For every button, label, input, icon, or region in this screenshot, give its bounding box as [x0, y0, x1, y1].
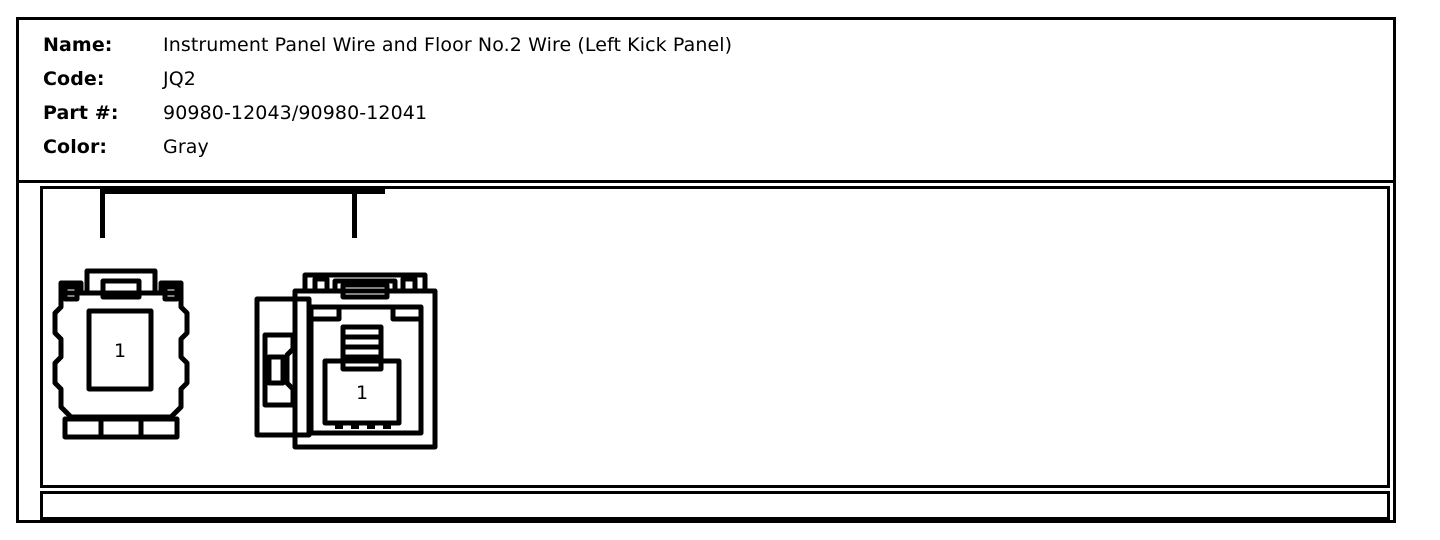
spec-row-color: Color: Gray: [43, 134, 209, 160]
spec-label-color: Color:: [43, 136, 108, 158]
spec-value-part-number: 90980-12043/90980-12041: [163, 102, 428, 124]
connector-diagram-box: 1: [40, 186, 1390, 488]
connector-right-svg: 1: [254, 272, 438, 450]
spec-value-code: JQ2: [163, 68, 196, 90]
cavity-number-right-1: 1: [356, 382, 368, 404]
spec-row-part-number: Part #: 90980-12043/90980-12041: [43, 100, 427, 126]
connector-left-svg: 1: [52, 268, 190, 440]
spec-row-name: Name: Instrument Panel Wire and Floor No.…: [43, 32, 732, 58]
spec-label-code: Code:: [43, 68, 105, 90]
specification-block: Name: Instrument Panel Wire and Floor No.…: [19, 20, 1393, 183]
spec-label-name: Name:: [43, 34, 113, 56]
connector-pair-bracket-bar: [100, 189, 385, 194]
spec-row-code: Code: JQ2: [43, 66, 196, 92]
card-frame: Name: Instrument Panel Wire and Floor No.…: [16, 17, 1396, 523]
spec-value-name: Instrument Panel Wire and Floor No.2 Wir…: [163, 34, 733, 56]
connector-pair-bracket-tick-left: [100, 189, 105, 238]
connector-pair-bracket-tick-right: [352, 189, 357, 238]
footer-strip: [40, 491, 1390, 520]
connector-drawing-right: 1: [243, 257, 448, 472]
connector-drawing-left: 1: [51, 257, 201, 447]
cavity-number-left-1: 1: [114, 340, 126, 362]
spec-value-color: Gray: [163, 136, 209, 158]
spec-label-part-number: Part #:: [43, 102, 119, 124]
